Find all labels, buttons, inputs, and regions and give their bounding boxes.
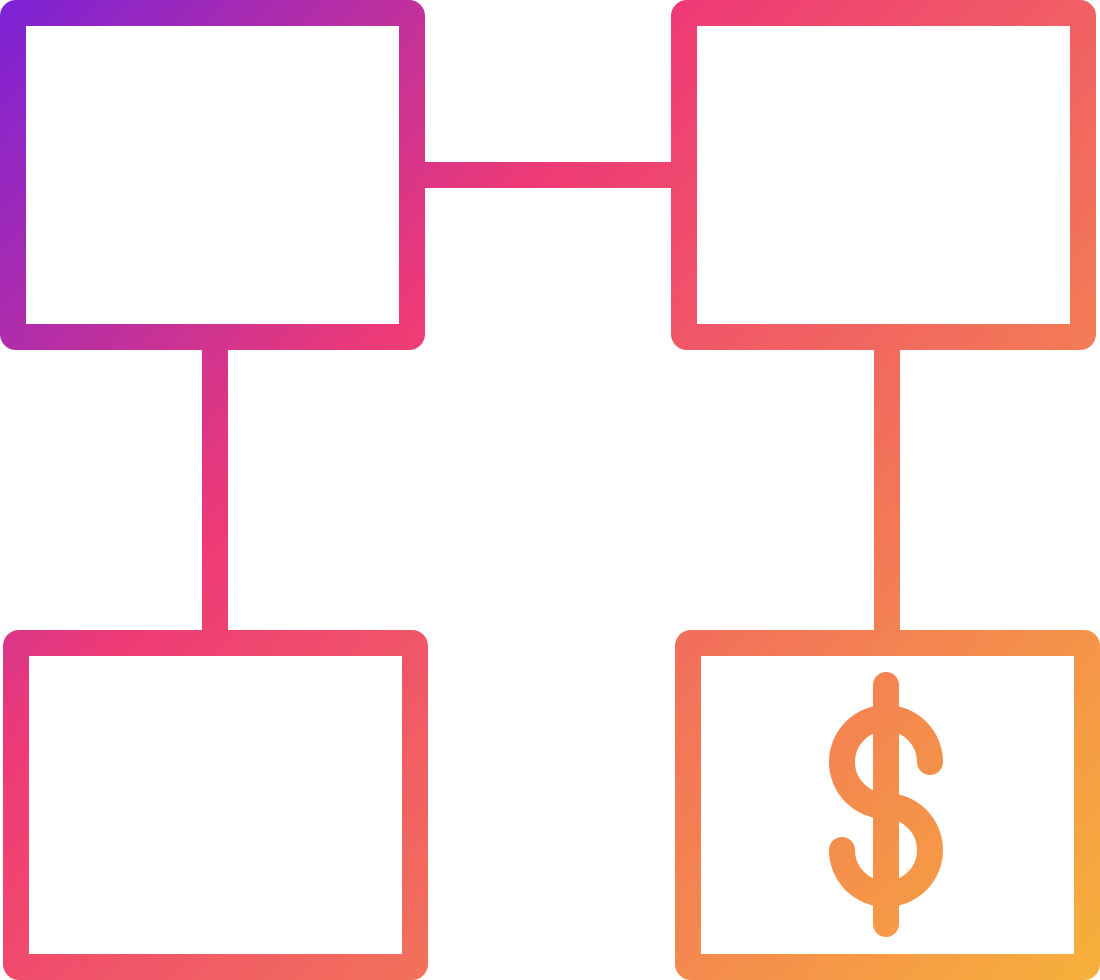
bottom-left-box: [3, 630, 428, 980]
top-right-box: [671, 0, 1096, 350]
top-left-box: [0, 0, 425, 350]
dollar-icon: [829, 672, 943, 937]
